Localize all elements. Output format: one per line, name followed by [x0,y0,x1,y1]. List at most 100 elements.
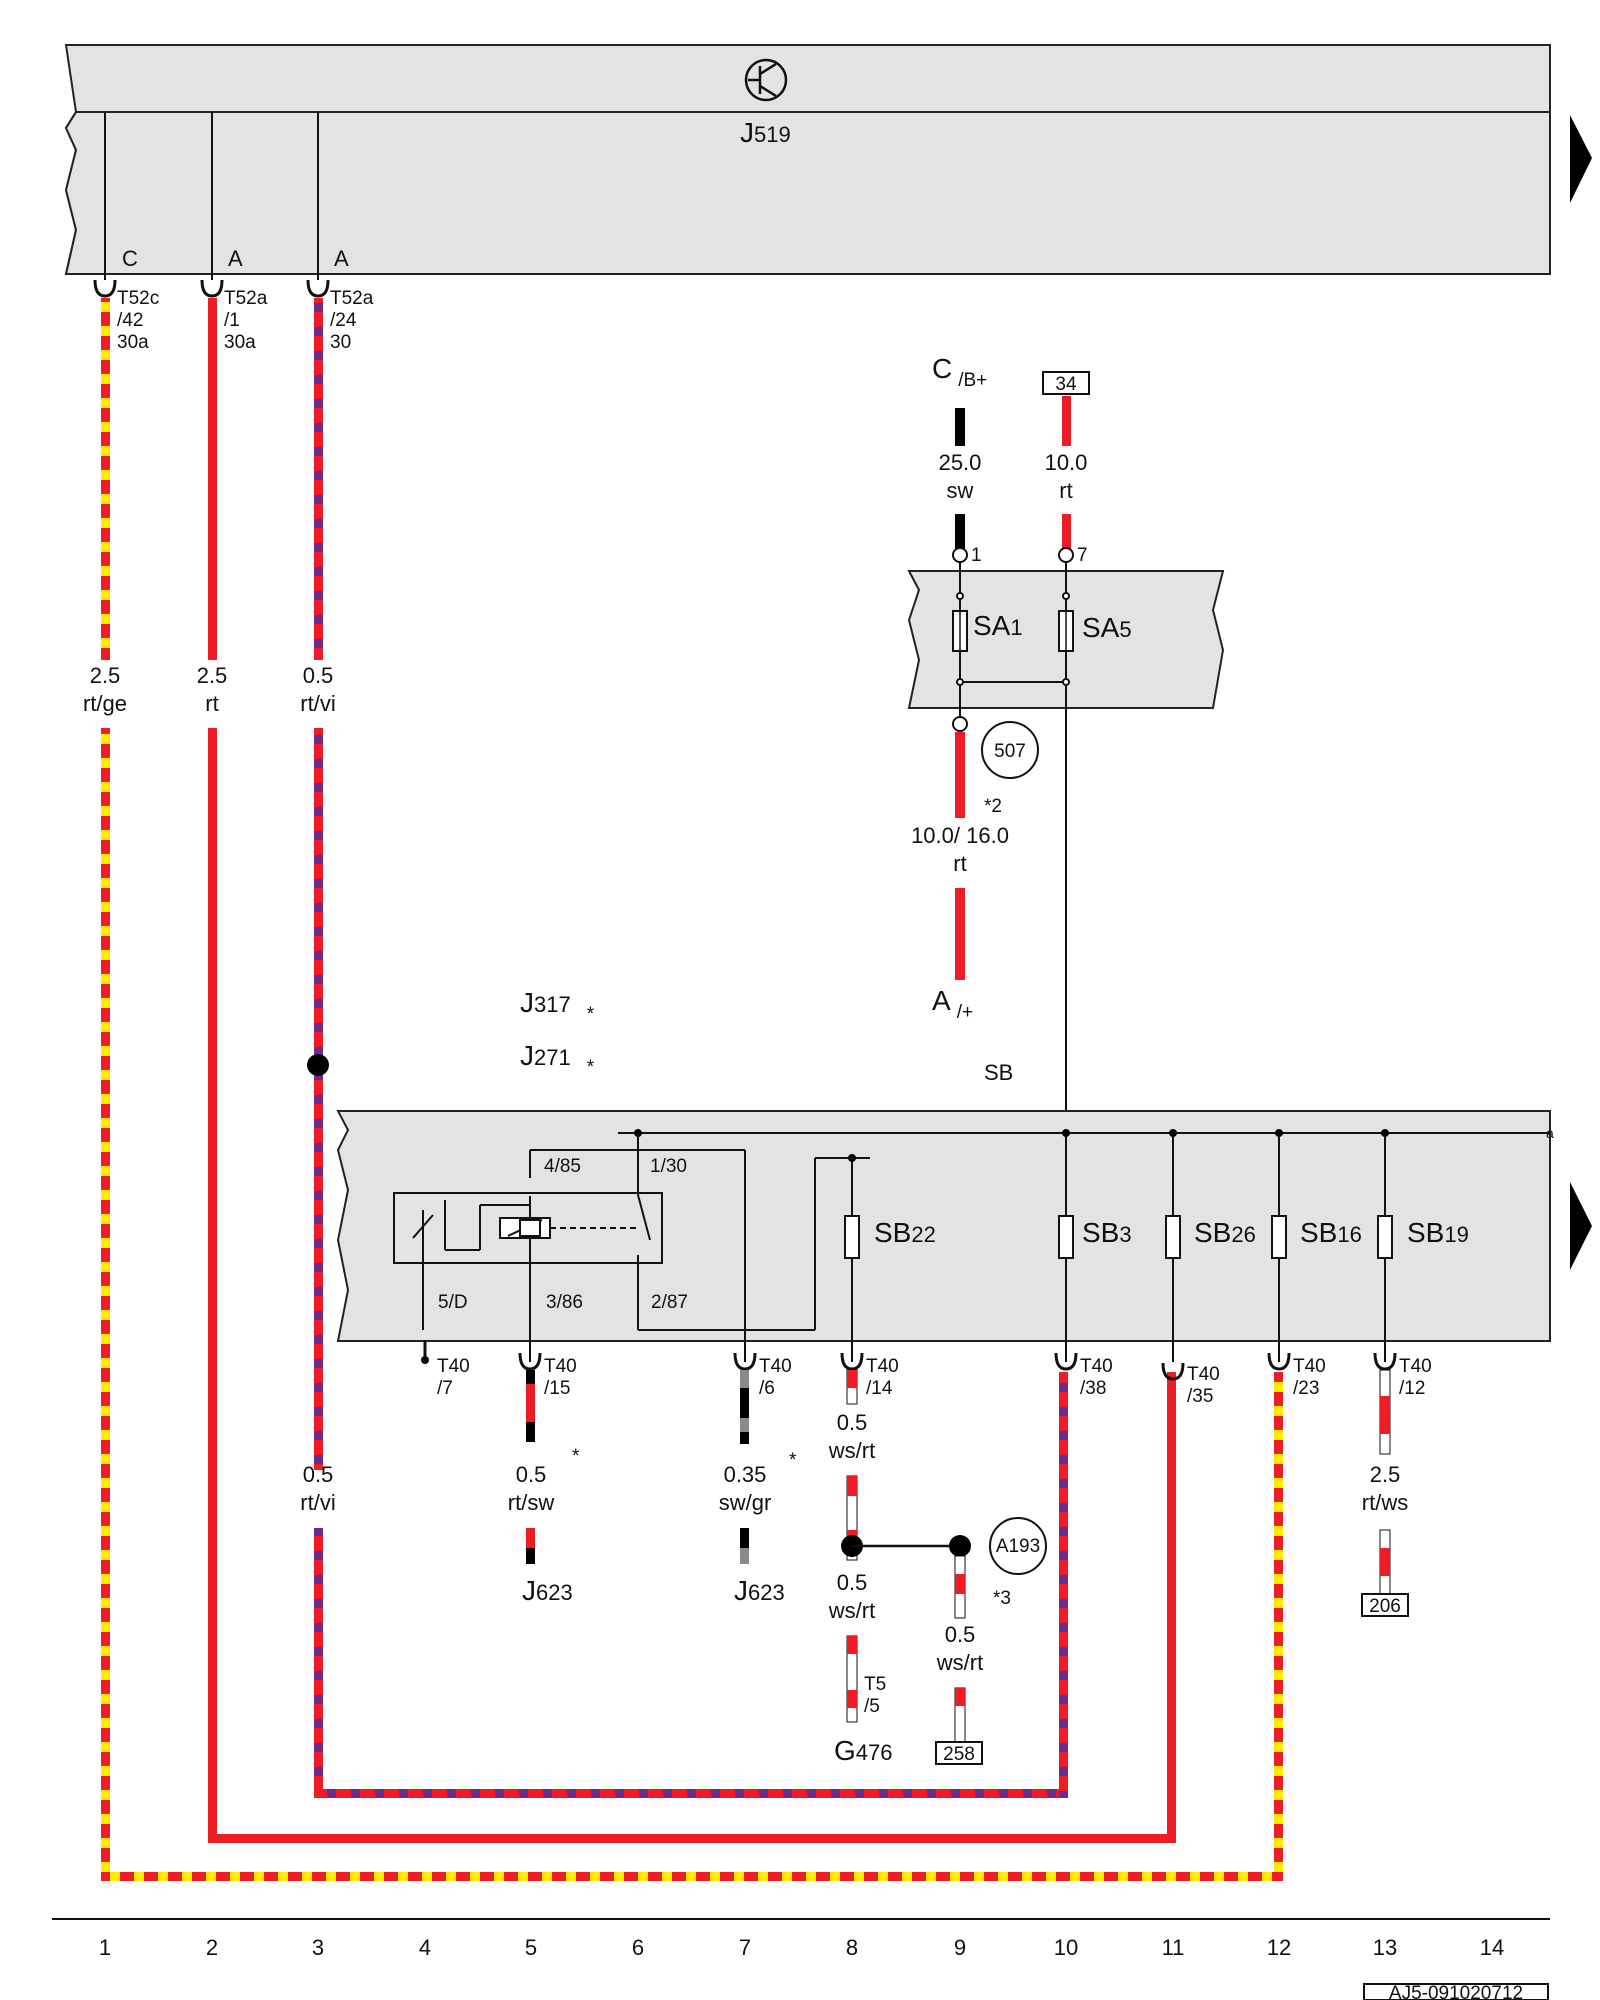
ref-box-34 [1042,371,1090,395]
connector-t40-6: T40/6 [759,1356,792,1399]
battery-c-label: C/B+ [932,353,987,391]
ref-box-206 [1361,1593,1409,1617]
dest-j623-col7: J623 [734,1575,785,1606]
fuse-sb22-label: SB22 [874,1217,936,1248]
ref-box-206-label: 206 [1369,1596,1401,1617]
fuse-sa1-label: SA1 [973,610,1023,641]
column-number: 4 [419,1935,431,1960]
wire-rt-ge-upper [101,298,110,660]
connector-t40-12: T40/12 [1399,1356,1432,1399]
wire-rt-10-lower [1062,514,1071,554]
splice-point-col3 [307,1054,329,1076]
wire-loop-rt-ge-v [1274,1372,1283,1881]
column-number: 13 [1373,1935,1397,1960]
sensor-g476: G476 [834,1735,893,1766]
fuse-sb3-label: SB3 [1082,1217,1132,1248]
wire-ws-rt-col8-c [846,1635,858,1723]
diagram-code: AJ5-091020712 [1389,1983,1523,2000]
sb-fuse-bodies [844,1215,1393,1259]
relay-pin-3-86: 3/86 [546,1292,583,1313]
bottom-connector-symbols [423,1340,1397,1381]
splice-ref-a193-circle [989,1517,1047,1575]
wire-loop-rt-ge-h [101,1872,1283,1881]
connector-t40-7: T40/7 [437,1356,470,1399]
relay-ref-j317: J317* [520,987,595,1025]
connector-t40-35: T40/35 [1187,1364,1220,1407]
mark-col7: * [789,1450,797,1471]
fuse-sb26-label: SB26 [1194,1217,1256,1248]
wire-rt-vi-lower-a [314,728,323,1470]
column-number: 14 [1480,1935,1504,1960]
sb-fuse-panel [336,1110,1551,1342]
connector-t40-23: T40/23 [1293,1356,1326,1399]
pin-1-label: 1 [971,545,982,566]
wire-rt-sw-upper [526,1370,535,1442]
relay-symbol [393,1133,852,1362]
wire-rt-sw-lower [526,1528,535,1564]
wire-rt-upper [208,298,217,660]
continue-arrow-top [1570,115,1592,203]
fuse-sa5-label: SA5 [1082,612,1132,643]
connector-t40-14: T40/14 [866,1356,899,1399]
wire-loop-rt-vi-h [314,1789,1068,1798]
column-number: 3 [312,1935,324,1960]
pin-label-a-1: A [228,246,243,271]
transistor-icon [744,58,788,102]
relay-pin-2-87: 2/87 [651,1292,688,1313]
column-numbers: 1 2 3 4 5 6 7 8 9 10 11 12 13 14 [99,1935,1504,1960]
column-number: 2 [206,1935,218,1960]
mark-col5: * [572,1446,580,1467]
column-number: 11 [1162,1935,1185,1960]
relay-pin-1-30: 1/30 [650,1156,687,1177]
sa-fuse-wiring [956,562,1070,1135]
relay-pin-4-85: 4/85 [544,1156,581,1177]
connector-t40-38: T40/38 [1080,1356,1113,1399]
footnote-2: *2 [984,796,1002,817]
column-number: 12 [1267,1935,1291,1960]
ref-box-258 [935,1741,983,1765]
wire-rt-ge-lower [101,728,110,1880]
pin-7-terminal [1058,547,1074,563]
wire-rt-vi-lower-b [314,1528,323,1798]
wire-ws-rt-col9-a [954,1555,966,1619]
dest-j623-col5: J623 [522,1575,573,1606]
wire-rt-10-upper [1062,396,1071,446]
t40-7-pin [421,1356,429,1364]
pin-7-label: 7 [1077,545,1088,566]
column-number: 6 [632,1935,644,1960]
wire-loop-rt-v [1167,1372,1176,1843]
footnote-3: *3 [993,1588,1011,1609]
wire-loop-rt-vi-v [1059,1372,1068,1798]
sa-out-terminal [952,716,968,732]
column-number: 8 [846,1935,858,1960]
wire-rt-10-16-upper [955,732,965,818]
wire-rt-ws-lower [1379,1529,1391,1595]
pin-1-terminal [952,547,968,563]
splice-ref-a193: A193 [996,1536,1040,1557]
column-number: 5 [525,1935,537,1960]
ground-ref-507: 507 [994,741,1026,762]
wire-rt-vi-upper [314,298,323,660]
continue-arrow-bottom [1570,1182,1592,1270]
ref-box-258-label: 258 [943,1744,975,1765]
wire-sw-gr-lower [740,1528,749,1564]
diagram-code-box [1363,1983,1549,2000]
sb-bus-dots [634,1129,1389,1162]
connector-t40-15: T40/15 [544,1356,577,1399]
wire-sw-25-upper [955,408,965,446]
wire-rt-lower [208,728,217,1834]
sensor-connector-t5: T5/5 [864,1674,886,1717]
